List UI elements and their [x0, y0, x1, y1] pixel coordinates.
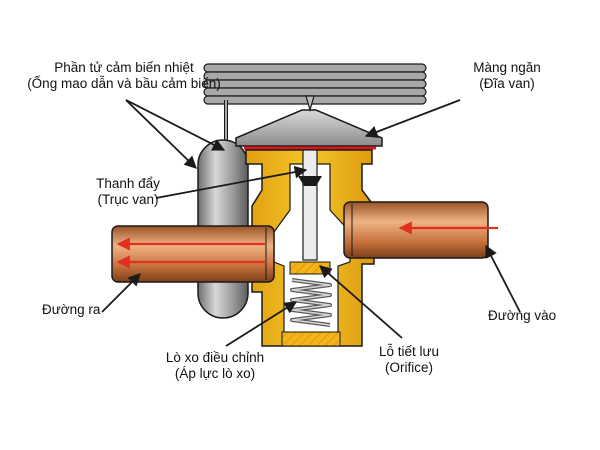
label-pushrod-line1: Thanh đẩy [96, 176, 160, 191]
label-diaphragm: Màng ngăn (Đĩa van) [452, 60, 562, 92]
label-pushrod-line2: (Trục van) [97, 192, 159, 207]
label-outlet: Đường ra [42, 302, 101, 317]
label-spring-line2: (Áp lực lò xo) [174, 366, 256, 381]
outlet-pipe [111, 225, 275, 283]
label-orifice: Lỗ tiết lưu (Orifice) [364, 344, 454, 376]
label-diaphragm-line1: Màng ngăn [473, 60, 541, 75]
label-diaphragm-line2: (Đĩa van) [479, 76, 535, 91]
leader-spring [225, 301, 298, 347]
label-pushrod: Thanh đẩy (Trục van) [88, 176, 168, 208]
label-inlet: Đường vào [488, 308, 557, 323]
label-orifice-line1: Lỗ tiết lưu [378, 344, 440, 359]
label-sensor-line2: (Ống mao dẫn và bầu cảm biến) [27, 76, 221, 91]
leader-inlet [485, 244, 521, 313]
push-rod [302, 149, 318, 261]
orifice-seat [289, 261, 331, 275]
spring-adjust-cap [281, 331, 341, 347]
diaphragm-cap [235, 109, 383, 147]
leader-outlet [101, 273, 141, 313]
leader-sensor-bulb [125, 99, 197, 169]
label-orifice-line2: (Orifice) [385, 360, 433, 375]
label-spring: Lò xo điều chỉnh (Áp lực lò xo) [150, 350, 280, 382]
label-spring-line1: Lò xo điều chỉnh [165, 350, 265, 365]
leader-pushrod [155, 165, 308, 199]
capillary-coil [203, 63, 427, 105]
leader-lines [101, 99, 521, 347]
leader-sensor-coil [125, 99, 226, 151]
label-sensor: Phần tử cảm biến nhiệt (Ống mao dẫn và b… [16, 60, 232, 92]
leader-diaphragm [364, 99, 461, 138]
label-sensor-line1: Phần tử cảm biến nhiệt [54, 60, 194, 75]
inlet-pipe [343, 201, 489, 259]
leader-orifice [319, 265, 403, 339]
